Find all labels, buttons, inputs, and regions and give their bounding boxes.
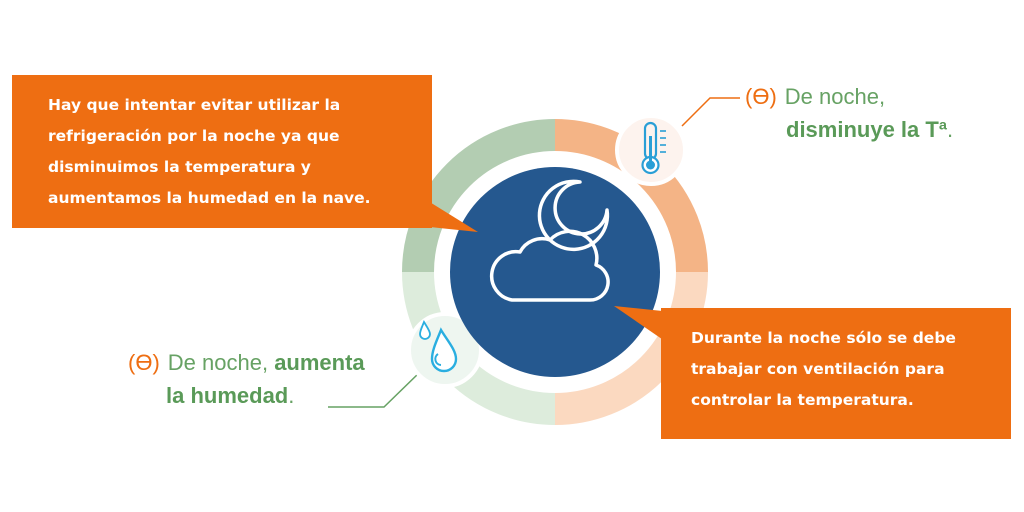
note-bottom-suffix: .	[288, 383, 295, 408]
connector-line-top	[681, 97, 740, 127]
note-top-line1: De noche,	[784, 84, 886, 109]
note-bottom-emphasis1: aumenta	[274, 350, 365, 375]
callout-right-line-3: controlar la temperatura.	[691, 391, 914, 409]
callout-left-line-2: refrigeración por la noche ya que	[48, 127, 340, 145]
callout-right-pointer	[614, 306, 672, 346]
note-top-emphasis: disminuye la Tª	[786, 117, 947, 142]
cloud-moon-icon	[490, 179, 610, 302]
note-temperature: (ϴ) De noche, disminuye la Tª.	[745, 80, 1005, 146]
callout-right-line-2: trabajar con ventilación para	[691, 360, 945, 378]
note-bottom-symbol: (ϴ)	[128, 350, 160, 375]
thermometer-icon	[615, 114, 687, 186]
callout-left-line-4: aumentamos la humedad en la nave.	[48, 189, 371, 207]
connector-line-bottom	[328, 371, 421, 408]
callout-left-line-3: disminuimos la temperatura y	[48, 158, 311, 176]
note-bottom-prefix: De noche,	[167, 350, 269, 375]
callout-ventilation: Durante la noche sólo se debe trabajar c…	[661, 308, 1011, 439]
note-top-symbol: (ϴ)	[745, 84, 777, 109]
note-bottom-emphasis2: la humedad	[166, 383, 289, 408]
callout-right-line-1: Durante la noche sólo se debe	[691, 329, 956, 347]
water-drop-icon	[407, 312, 483, 388]
callout-left-line-1: Hay que intentar evitar utilizar la	[48, 96, 341, 114]
ring-segment-bottom-right	[554, 271, 708, 425]
callout-left-pointer	[420, 196, 478, 232]
note-top-suffix: .	[946, 117, 954, 142]
callout-refrigeration: Hay que intentar evitar utilizar la refr…	[12, 75, 432, 228]
ring-segment-top-left	[402, 119, 556, 273]
note-humidity: (ϴ) De noche, aumenta la humedad.	[128, 346, 408, 412]
